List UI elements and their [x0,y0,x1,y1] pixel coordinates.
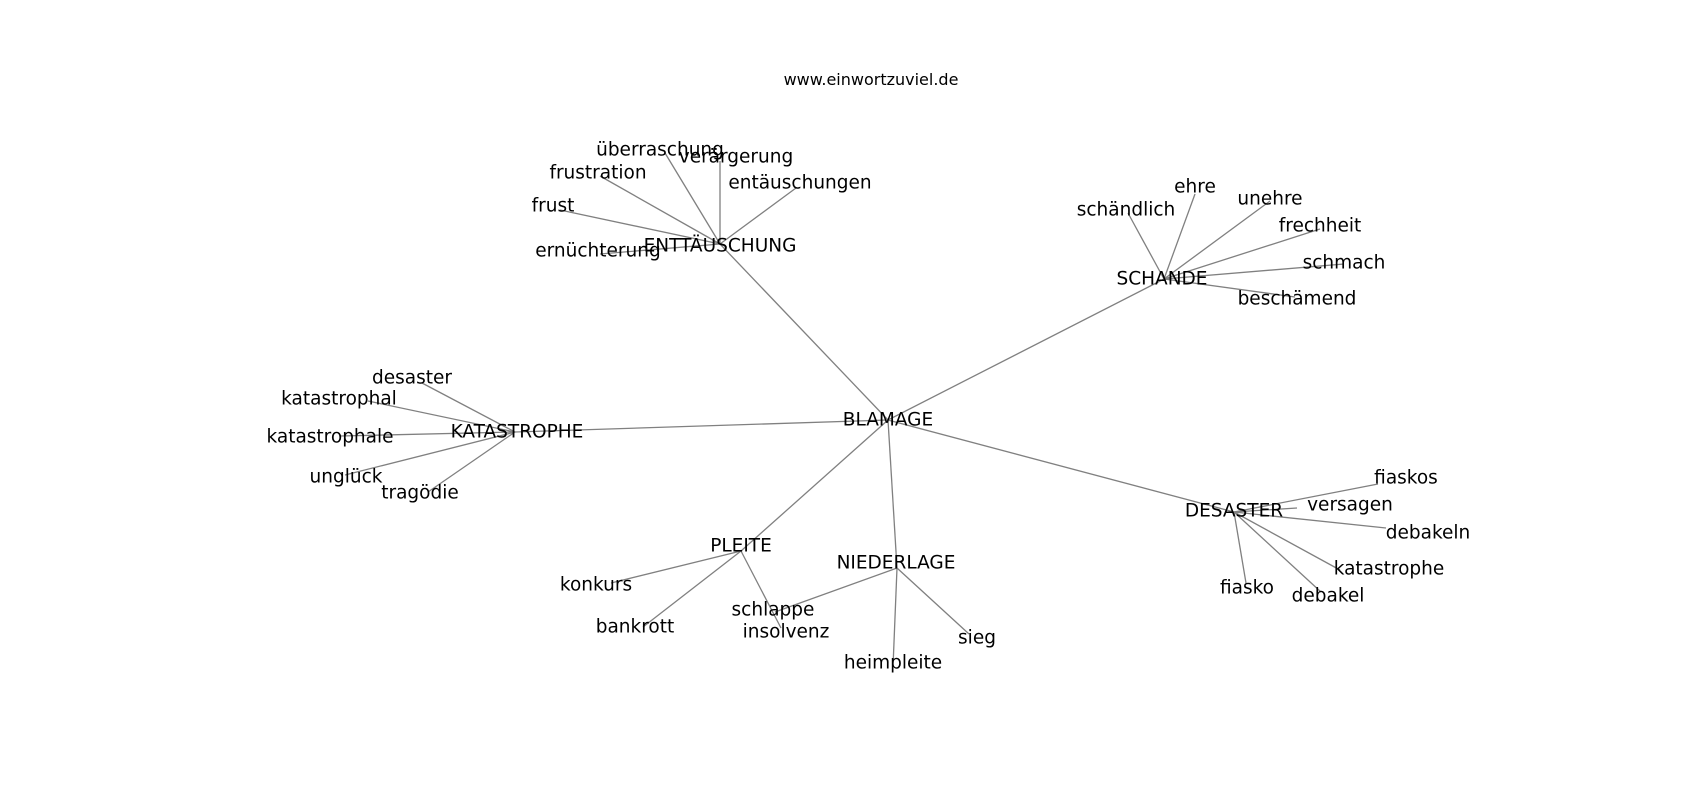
edge-cluster-leaf [1233,511,1341,571]
leaf-node-label: frustration [549,163,646,184]
leaf-node-label: entäuschungen [728,173,871,194]
site-url: www.einwortzuviel.de [783,70,959,89]
edge-cluster-leaf [1233,507,1298,513]
edge-cluster-leaf [599,243,721,255]
edge-cluster-leaf [896,567,970,635]
edge-cluster-leaf [1233,511,1322,593]
edge-cluster-leaf [1233,511,1247,584]
leaf-node-label: unglück [310,467,383,488]
edge-cluster-leaf [774,567,898,613]
edge-cluster-leaf [1163,263,1345,280]
leaf-node-label: bankrott [596,617,675,638]
leaf-node-label: schlappe [732,600,815,621]
leaf-node-label: schmach [1303,253,1386,274]
edge-cluster-leaf [559,209,721,245]
edge-cluster-leaf [427,431,516,493]
edge-center-cluster [740,419,889,552]
leaf-node-label: ernüchterung [535,241,660,262]
leaf-node-label: konkurs [560,575,632,596]
leaf-node-label: unehre [1237,189,1302,210]
leaf-node-label: katastrophale [266,427,393,448]
edge-cluster-leaf [719,187,797,245]
edge-center-cluster [887,278,1165,421]
center-node-label: BLAMAGE [843,410,933,431]
edge-cluster-leaf [1163,278,1296,298]
edge-cluster-leaf [367,400,516,433]
cluster-node-label: KATASTROPHE [451,422,584,443]
edge-cluster-leaf [1233,483,1379,513]
cluster-node-label: NIEDERLAGE [837,553,956,574]
leaf-node-label: tragödie [381,483,459,504]
leaf-node-label: desaster [372,368,452,389]
graph-labels: BLAMAGE ENTTÄUSCHUNG überraschungverärgeru… [266,140,1470,674]
leaf-node-label: beschämend [1238,289,1357,310]
cluster-node-label: PLEITE [710,536,772,557]
cluster-node-label: DESASTER [1185,501,1283,522]
leaf-node-label: katastrophe [1334,559,1445,580]
leaf-node-label: versagen [1307,495,1393,516]
graph-edges [339,152,1387,668]
leaf-node-label: debakel [1292,586,1365,607]
cluster-node-label: SCHANDE [1116,269,1207,290]
leaf-node-label: ehre [1174,177,1216,198]
edge-cluster-leaf [599,175,721,245]
leaf-node-label: fiaskos [1374,468,1438,489]
leaf-node-label: frechheit [1279,216,1362,237]
edge-cluster-leaf [642,550,742,628]
edge-cluster-leaf [610,550,742,584]
edge-cluster-leaf [892,567,898,668]
leaf-node-label: überraschung [596,140,724,161]
cluster-node-label: ENTTÄUSCHUNG [644,236,797,257]
edge-cluster-leaf [740,550,782,629]
edge-cluster-leaf [1127,212,1165,280]
edge-center-cluster [887,419,898,569]
leaf-node-label: sieg [958,628,996,649]
leaf-node-label: fiasko [1220,578,1274,599]
edge-cluster-leaf [1163,193,1196,280]
edge-center-cluster [887,419,1235,513]
leaf-node-label: heimpleite [844,653,942,674]
leaf-node-label: verärgerung [679,147,793,168]
leaf-node-label: insolvenz [743,622,830,643]
leaf-node-label: frust [532,196,575,217]
edge-cluster-leaf [1233,511,1387,529]
leaf-node-label: katastrophal [281,389,397,410]
edge-center-cluster [514,419,889,433]
edge-cluster-leaf [1163,200,1271,280]
edge-cluster-leaf [421,382,516,433]
edge-cluster-leaf [339,431,516,437]
leaf-node-label: debakeln [1386,523,1471,544]
edge-center-cluster [719,243,889,421]
leaf-node-label: schändlich [1077,200,1176,221]
edge-cluster-leaf [664,152,721,245]
edge-cluster-leaf [1163,228,1321,280]
edge-cluster-leaf [344,431,516,476]
